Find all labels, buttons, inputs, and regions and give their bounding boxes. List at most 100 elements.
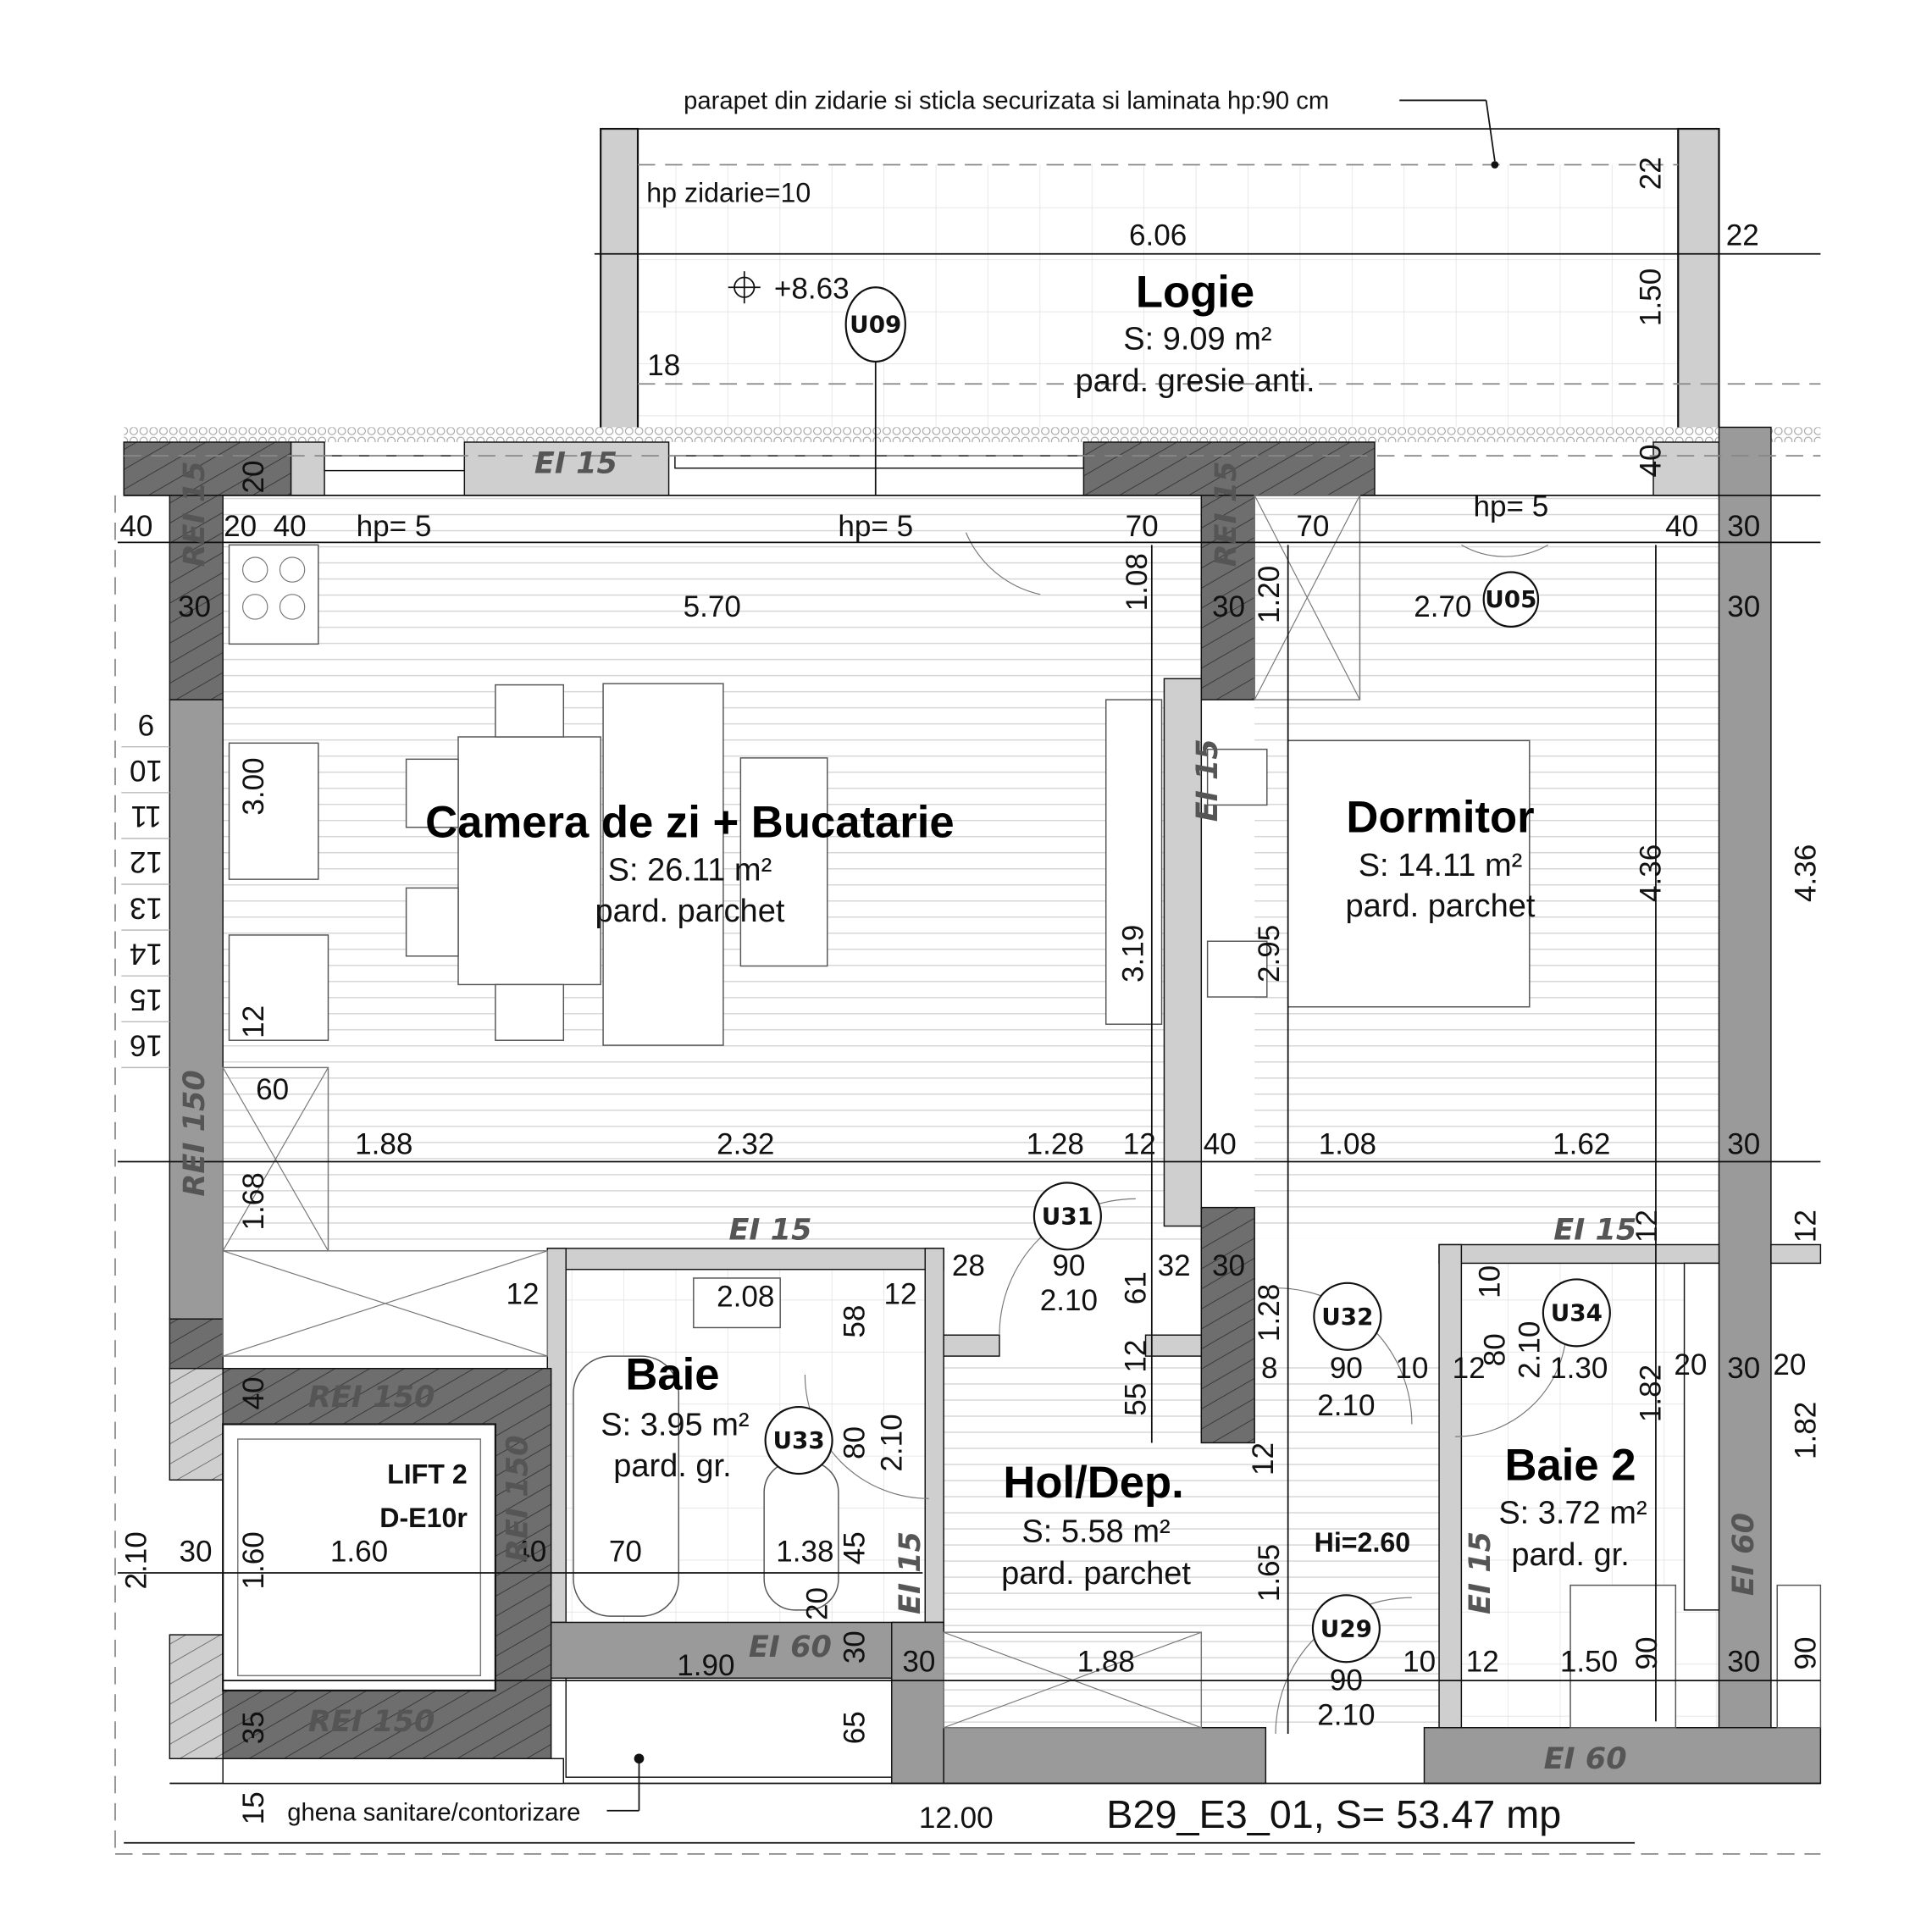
room-name: Baie <box>625 1350 719 1400</box>
dimension-label: 4.36 <box>1635 844 1668 902</box>
dimension-label: 1.20 <box>1253 566 1286 623</box>
room-name: Baie 2 <box>1505 1440 1636 1490</box>
room-floor: pard. parchet <box>1346 888 1536 924</box>
room-area: S: 5.58 m² <box>1021 1514 1170 1549</box>
elevation-label: +8.63 <box>774 272 850 305</box>
dimension-label: 1.68 <box>237 1172 270 1230</box>
room-area: S: 9.09 m² <box>1123 321 1271 357</box>
dimension-label: 40 <box>274 510 307 543</box>
door-tag: U33 <box>773 1426 825 1454</box>
dimension-label: 1.28 <box>1253 1284 1286 1342</box>
door-tag: U05 <box>1485 585 1536 613</box>
stair-step-number: 9 <box>138 708 155 741</box>
dimension-label: 6.06 <box>1129 219 1187 252</box>
dimension-label: 8 <box>1261 1352 1278 1385</box>
fire-rating-label: EI 15 <box>534 446 617 480</box>
room-area: S: 3.72 m² <box>1498 1495 1647 1531</box>
room-name: Dormitor <box>1346 793 1534 843</box>
dimension-label: 70 <box>609 1536 642 1569</box>
dimension-label: 45 <box>838 1531 871 1564</box>
dimension-label: 18 <box>647 349 680 382</box>
fire-rating-label: REI 150 <box>501 1436 535 1562</box>
fire-rating-label: EI 15 <box>1190 739 1225 822</box>
dimension-label: 30 <box>838 1630 871 1664</box>
fire-rating-label: REI 150 <box>308 1380 435 1414</box>
lift-label: LIFT 2 D-E10r <box>379 1459 468 1533</box>
dimension-label: 20 <box>1674 1348 1707 1381</box>
dimension-label: 20 <box>224 510 257 543</box>
dimension-label: 90 <box>1630 1636 1664 1669</box>
dimension-label: 22 <box>1726 219 1759 252</box>
exterior-wall-top <box>123 426 1821 1735</box>
dimension-label: 1.60 <box>330 1536 388 1569</box>
dimension-label: 1.50 <box>1560 1646 1618 1679</box>
room-logie: Logie S: 9.09 m² pard. gresie anti. <box>1075 268 1315 399</box>
dimension-label: 2.70 <box>1414 590 1471 623</box>
dimension-label: 40 <box>1635 444 1668 477</box>
dimension-label: 55 <box>1119 1383 1152 1416</box>
dimension-label: 1.82 <box>1635 1365 1668 1422</box>
room-name: Hol/Dep. <box>1003 1458 1183 1508</box>
dimension-label: 2.10 <box>1040 1284 1098 1317</box>
dimension-label: 30 <box>1212 1249 1245 1282</box>
dimension-label: 2.32 <box>717 1128 774 1161</box>
dimension-label: 12 <box>1247 1442 1280 1475</box>
dimension-label: 2.10 <box>119 1531 152 1589</box>
dimension-label: 12 <box>1453 1352 1486 1385</box>
dimension-label: hp= 5 <box>357 510 432 543</box>
door-tag-circle <box>1311 1594 1381 1664</box>
door-tag-circle <box>1313 1282 1382 1351</box>
dimension-label: 90 <box>1789 1636 1822 1669</box>
door-tag: U09 <box>850 311 901 339</box>
dimension-label: 58 <box>838 1305 871 1338</box>
room-floor: pard. gresie anti. <box>1075 363 1315 399</box>
dimension-label: 28 <box>952 1249 985 1282</box>
dimension-label: 12 <box>237 1005 270 1038</box>
dimension-label: 30 <box>1212 590 1245 623</box>
dimension-label: 30 <box>902 1646 935 1679</box>
dimension-label: 3.19 <box>1116 925 1149 983</box>
room-area: S: 14.11 m² <box>1359 848 1523 883</box>
dimension-label: 80 <box>1478 1333 1511 1366</box>
room-hol: Hol/Dep. S: 5.58 m² pard. parchet <box>1001 1458 1191 1592</box>
dimension-label: 5.70 <box>684 590 741 623</box>
room-floor: pard. gr. <box>1511 1537 1629 1573</box>
door-tag-circle <box>1542 1278 1611 1348</box>
unit-title: B29_E3_01, S= 53.47 mp <box>1106 1792 1561 1836</box>
room-dormitor: Dormitor S: 14.11 m² pard. parchet <box>1346 793 1536 924</box>
dimension-label: 40 <box>1204 1128 1237 1161</box>
stair-step-number: 14 <box>130 937 163 970</box>
logie-walls <box>594 127 1821 441</box>
dimension-label: 40 <box>1665 510 1698 543</box>
dimension-label: 30 <box>1727 590 1760 623</box>
dimension-label: 12.00 <box>919 1802 994 1835</box>
room-baie: Baie S: 3.95 m² pard. gr. <box>601 1350 749 1484</box>
room-baie-2: Baie 2 S: 3.72 m² pard. gr. <box>1498 1440 1647 1573</box>
stair-step-number: 10 <box>130 754 163 787</box>
fire-rating-label: REI 15 <box>1209 461 1243 567</box>
dimension-label: 40 <box>237 1376 270 1409</box>
dimension-label: 1.62 <box>1553 1128 1610 1161</box>
dimension-label: 70 <box>1296 510 1329 543</box>
dimension-label: 2.10 <box>1513 1321 1546 1379</box>
stair-step-number: 15 <box>130 983 163 1016</box>
dimension-label: 1.88 <box>355 1128 412 1161</box>
dimension-label: 1.30 <box>1550 1352 1608 1385</box>
stair-step-number: 16 <box>130 1029 163 1062</box>
fire-rating-label: EI 15 <box>1463 1531 1497 1614</box>
door-tag-circle <box>1482 571 1540 628</box>
dimension-label: 90 <box>1052 1249 1085 1282</box>
elevation-marker-icon <box>728 271 761 304</box>
door-tag: U32 <box>1321 1303 1373 1331</box>
dimension-label: 10 <box>1403 1646 1436 1679</box>
stair-step-number: 11 <box>130 800 161 833</box>
dimension-label: 70 <box>1126 510 1159 543</box>
lift-shaft <box>222 1367 893 1812</box>
lift-code: D-E10r <box>379 1503 468 1533</box>
dimension-label: 10 <box>1474 1265 1507 1298</box>
dimension-label: 15 <box>237 1791 270 1824</box>
room-living-kitchen: Camera de zi + Bucatarie S: 26.11 m² par… <box>425 797 955 928</box>
dimension-label: 40 <box>119 510 152 543</box>
fire-rating-label: REI 150 <box>308 1704 435 1739</box>
